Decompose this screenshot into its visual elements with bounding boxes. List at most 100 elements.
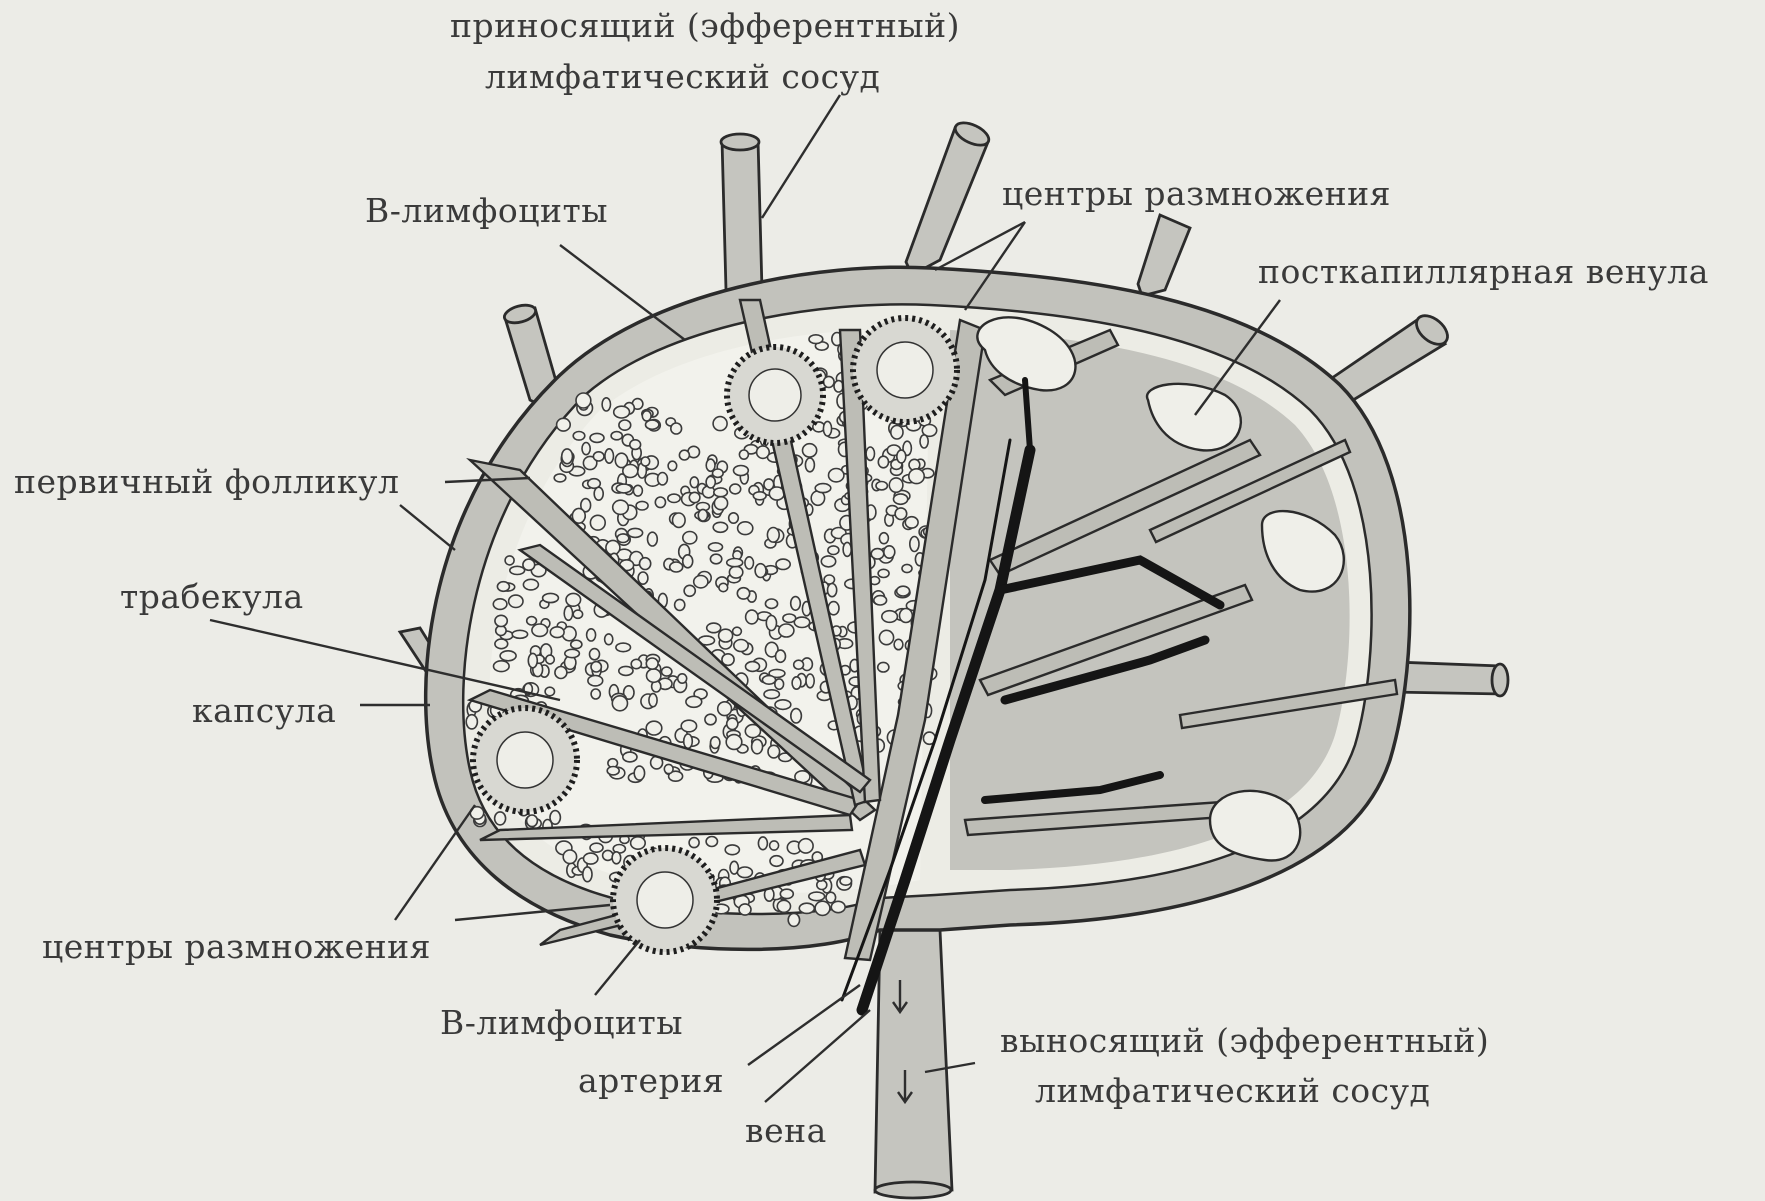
lymphocyte-cell bbox=[809, 892, 825, 901]
lymphocyte-cell bbox=[823, 421, 831, 436]
lymphocyte-cell bbox=[765, 599, 777, 608]
lymphocyte-cell bbox=[466, 715, 477, 729]
lymphocyte-cell bbox=[509, 595, 523, 607]
lymphocyte-cell bbox=[726, 735, 742, 750]
lymphocyte-cell bbox=[902, 564, 912, 572]
lymphocyte-cell bbox=[894, 639, 903, 649]
lymphocyte-cell bbox=[612, 696, 627, 711]
afferent-vessel-top bbox=[722, 140, 762, 300]
lymphocyte-cell bbox=[799, 839, 814, 853]
lymphocyte-cell bbox=[719, 629, 733, 642]
lymphocyte-cell bbox=[590, 515, 605, 530]
afferent-vessel-upper-right bbox=[1138, 215, 1190, 296]
lymphocyte-cell bbox=[616, 643, 631, 652]
lymphocyte-cell bbox=[662, 667, 672, 676]
lymphocyte-cell bbox=[909, 469, 924, 484]
lymphocyte-cell bbox=[821, 556, 835, 567]
lymphocyte-cell bbox=[878, 569, 889, 577]
lymphocyte-cell bbox=[612, 852, 621, 864]
lymphocyte-cell bbox=[527, 815, 538, 827]
lymphocyte-cell bbox=[591, 662, 601, 672]
lymphocyte-cell bbox=[649, 694, 657, 707]
lymphocyte-cell bbox=[679, 450, 689, 460]
lymphocyte-cell bbox=[510, 566, 525, 574]
lymphocyte-cell bbox=[590, 433, 604, 442]
lymphocyte-cell bbox=[563, 850, 576, 864]
lymphocyte-cell bbox=[897, 586, 910, 596]
lymphocyte-cell bbox=[671, 423, 682, 434]
lymphocyte-cell bbox=[528, 653, 537, 667]
lymphocyte-cell bbox=[788, 913, 799, 926]
lymphocyte-cell bbox=[876, 482, 887, 490]
lymphocyte-cell bbox=[706, 459, 715, 471]
lymphocyte-cell bbox=[738, 522, 753, 535]
lymphocyte-cell bbox=[495, 615, 507, 626]
lymphocyte-cell bbox=[500, 651, 516, 661]
lymphocyte-cell bbox=[684, 585, 695, 596]
lymphocyte-cell bbox=[879, 533, 888, 544]
lymphocyte-cell bbox=[866, 447, 874, 460]
lymphocyte-cell bbox=[791, 709, 802, 723]
lymphocyte-cell bbox=[623, 465, 638, 478]
lymphocyte-cell bbox=[777, 900, 790, 912]
lymphocyte-cell bbox=[564, 606, 572, 620]
label-germinal-centers-bottom: центры размножения bbox=[42, 927, 431, 966]
lymphocyte-cell bbox=[557, 418, 571, 431]
label-b-lymphocytes-top: В-лимфоциты bbox=[365, 191, 608, 230]
lymphocyte-cell bbox=[791, 597, 801, 611]
lymphocyte-cell bbox=[493, 599, 507, 610]
lymphocyte-cell bbox=[512, 630, 527, 638]
label-postcapillary-venule: посткапиллярная венула bbox=[1258, 252, 1709, 291]
lymphocyte-cell bbox=[776, 559, 790, 569]
lymphocyte-cell bbox=[633, 485, 642, 496]
lymphocyte-cell bbox=[711, 737, 720, 749]
lymphocyte-cell bbox=[648, 532, 658, 546]
lymphocyte-cell bbox=[646, 658, 658, 669]
lymphocyte-cell bbox=[900, 609, 913, 623]
lymphocyte-cell bbox=[683, 555, 693, 568]
lymphocyte-cell bbox=[619, 666, 633, 675]
lymphocyte-cell bbox=[884, 546, 895, 558]
lymphocyte-cell bbox=[532, 624, 548, 636]
label-vein: вена bbox=[745, 1111, 827, 1150]
lymphocyte-cell bbox=[891, 425, 903, 439]
lymphocyte-cell bbox=[655, 497, 665, 508]
lymphocyte-cell bbox=[879, 630, 893, 644]
lymphocyte-cell bbox=[826, 892, 836, 903]
lymphocyte-cell bbox=[713, 469, 724, 477]
lymphocyte-cell bbox=[590, 649, 600, 660]
lymphocyte-cell bbox=[895, 508, 907, 520]
lymphocyte-cell bbox=[729, 513, 739, 523]
lymphocyte-cell bbox=[707, 623, 721, 633]
lymphocyte-cell bbox=[616, 484, 631, 493]
lymphocyte-cell bbox=[889, 478, 903, 492]
lymphocyte-cell bbox=[642, 411, 651, 421]
lymphocyte-cell bbox=[734, 466, 749, 476]
lymphocyte-cell bbox=[571, 640, 582, 648]
afferent-vessel-top-right bbox=[906, 128, 988, 275]
lymphocyte-cell bbox=[683, 532, 697, 544]
efferent-vessel bbox=[875, 930, 952, 1192]
lymphocyte-cell bbox=[831, 901, 845, 912]
lymphocyte-cell bbox=[910, 537, 919, 552]
lymphocyte-cell bbox=[647, 669, 661, 682]
lymphocyte-cell bbox=[494, 661, 510, 672]
lymphocyte-cell bbox=[495, 639, 508, 649]
lymphocyte-cell bbox=[794, 617, 809, 627]
lymphocyte-cell bbox=[641, 457, 650, 466]
lymphocyte-cell bbox=[684, 734, 693, 748]
lymphocyte-cell bbox=[799, 903, 814, 913]
lymphocyte-cell bbox=[770, 841, 779, 850]
lymphocyte-cell bbox=[550, 627, 564, 638]
lymphocyte-cell bbox=[545, 687, 554, 696]
label-trabecula: трабекула bbox=[120, 577, 304, 616]
lymphocyte-cell bbox=[768, 745, 780, 758]
lymphocyte-cell bbox=[766, 616, 776, 631]
lymphocyte-cell bbox=[806, 674, 814, 688]
lymphocyte-cell bbox=[815, 901, 830, 915]
lymphocyte-cell bbox=[614, 406, 630, 418]
label-primary-follicle: первичный фолликул bbox=[14, 462, 399, 501]
lymphocyte-cell bbox=[523, 579, 538, 590]
lymphocyte-cell bbox=[546, 655, 555, 664]
